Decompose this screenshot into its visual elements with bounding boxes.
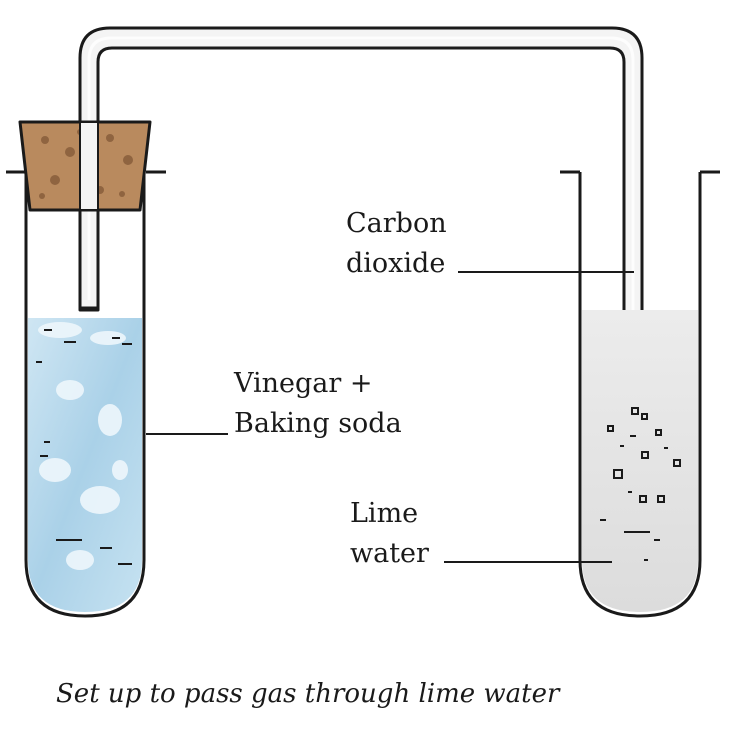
left-test-tube	[6, 120, 166, 618]
label-vinegar-baking-soda: Vinegar + Baking soda	[146, 368, 402, 439]
lime-specks	[600, 435, 668, 561]
carbon-dioxide-label-line2: dioxide	[346, 248, 445, 279]
solution-specks	[36, 329, 132, 565]
label-carbon-dioxide: Carbon dioxide	[346, 208, 634, 279]
lime-water-liquid	[582, 310, 698, 612]
foam-bubbles	[38, 322, 128, 570]
cork-stopper	[18, 120, 152, 212]
lime-water-label-line2: water	[350, 538, 429, 569]
vinegar-label-line2: Baking soda	[234, 408, 402, 439]
right-test-tube	[560, 170, 720, 618]
figure-caption: Set up to pass gas through lime water	[56, 679, 561, 709]
label-lime-water: Lime water	[350, 498, 612, 569]
vinegar-label-line1: Vinegar +	[233, 368, 373, 399]
carbon-dioxide-label-line1: Carbon	[346, 208, 447, 239]
co2-bubbles	[607, 407, 681, 503]
lime-water-label-line1: Lime	[350, 498, 418, 529]
